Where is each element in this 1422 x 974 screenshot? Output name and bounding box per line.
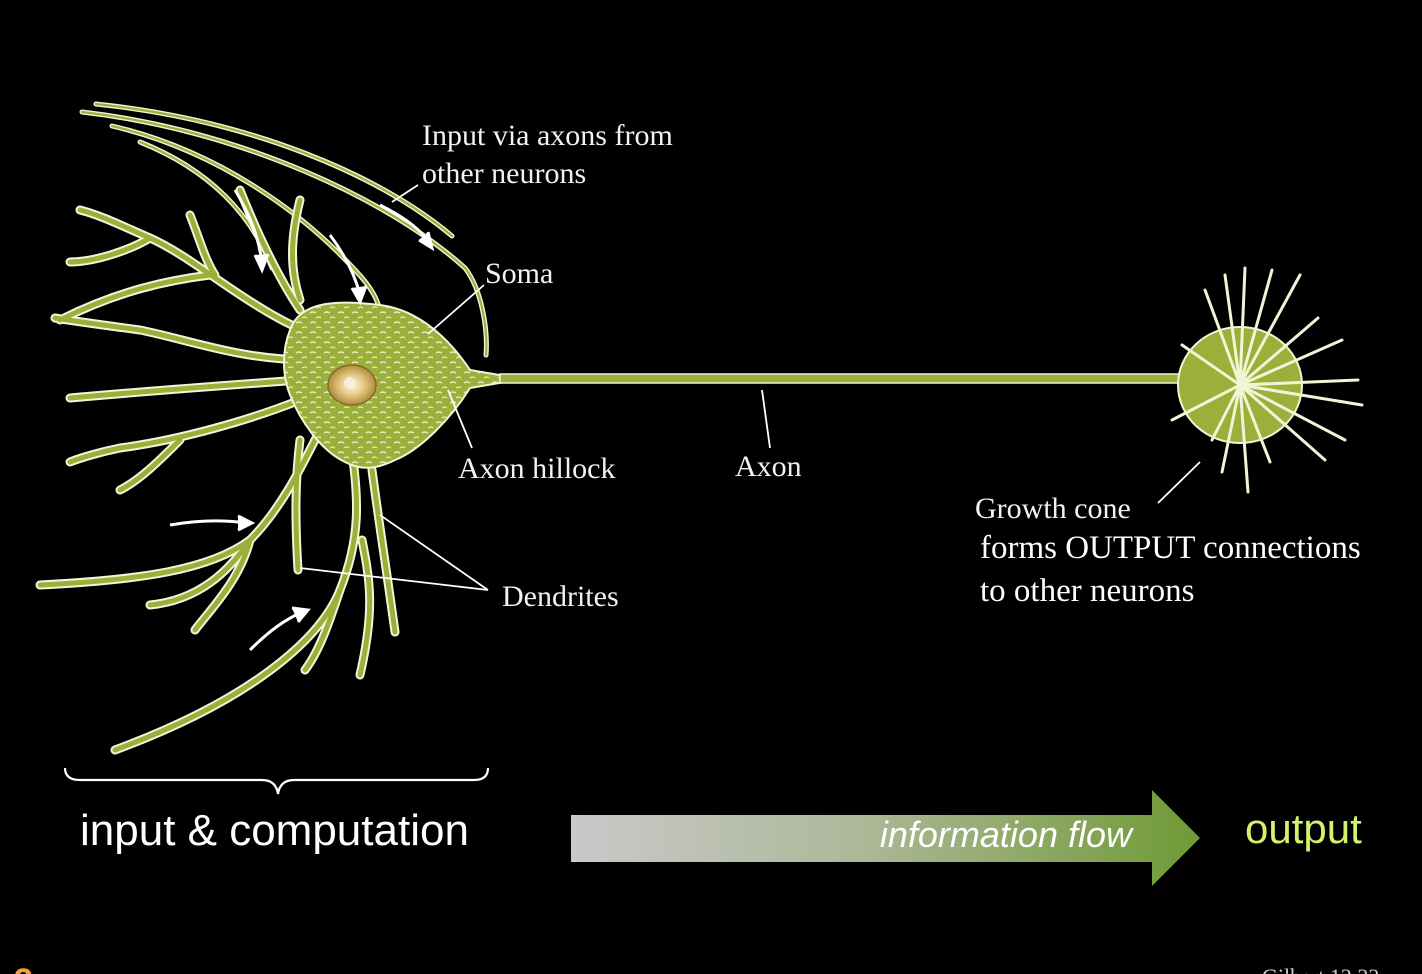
axon <box>499 373 1191 384</box>
caption-input-computation: input & computation <box>80 806 469 855</box>
caption-output: output <box>1245 805 1362 852</box>
credit-text: Gilbert 12.22 <box>1262 964 1379 974</box>
label-soma: Soma <box>485 257 553 290</box>
leader-lines <box>299 184 1201 591</box>
caption-information-flow: information flow <box>880 814 1134 855</box>
nucleus <box>327 364 377 406</box>
information-flow-arrow: information flow <box>571 790 1200 886</box>
label-axon-hillock: Axon hillock <box>458 452 616 485</box>
soma <box>283 301 506 469</box>
input-axons <box>79 101 489 358</box>
label-axon: Axon <box>735 450 802 483</box>
label-growth-cone: Growth cone <box>975 492 1131 525</box>
label-dendrites: Dendrites <box>502 580 619 613</box>
dendrites <box>35 185 400 755</box>
input-arrows <box>169 189 435 652</box>
slide-number: 3 <box>14 962 33 974</box>
label-input-axons-line2: other neurons <box>422 157 586 190</box>
label-output-line2: to other neurons <box>980 573 1194 609</box>
growth-cone <box>1170 266 1364 494</box>
input-brace <box>63 767 490 795</box>
label-output-line1: forms OUTPUT connections <box>980 530 1361 566</box>
label-input-axons-line1: Input via axons from <box>422 119 673 152</box>
